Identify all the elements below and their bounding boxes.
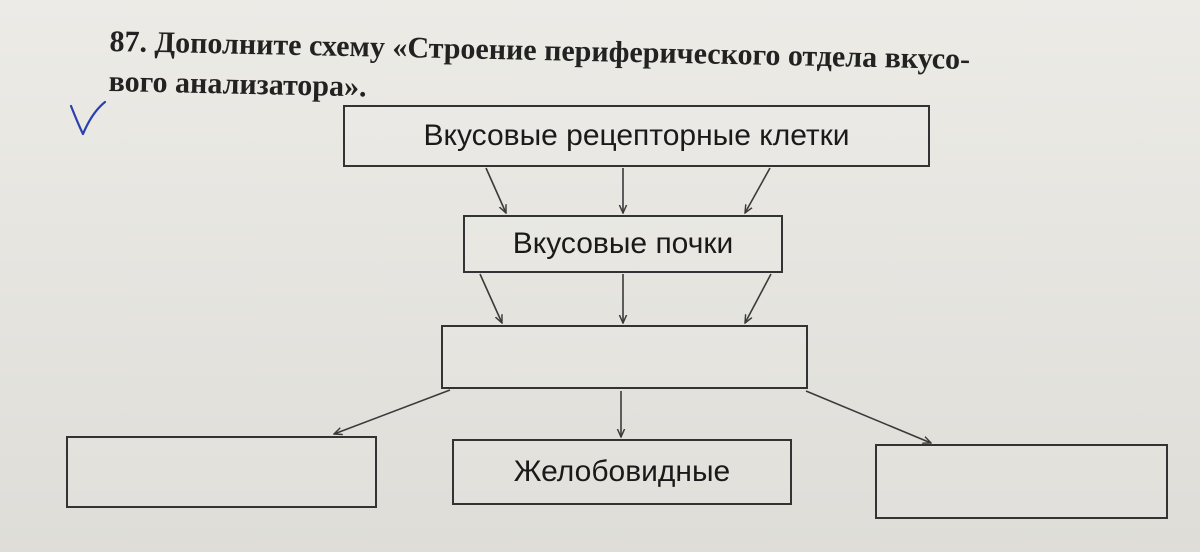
taste-buds-label: Вкусовые почки — [512, 227, 734, 260]
arrow-buds-papillae-left — [479, 273, 503, 323]
taste-receptor-cells-label: Вкусовые рецепторные клетки — [423, 119, 850, 152]
blank-box-left[interactable] — [66, 436, 377, 508]
blank-box-right[interactable] — [875, 444, 1168, 519]
taste-buds-box: Вкусовые почки — [463, 215, 783, 273]
arrow-papillae-left — [334, 389, 451, 434]
grooved-papillae-box: Желобовидные — [452, 439, 792, 505]
arrow-receptor-buds-left — [485, 167, 507, 213]
arrow-receptor-buds-right — [745, 167, 771, 213]
arrow-papillae-right — [805, 390, 931, 443]
grooved-papillae-label: Желобовидные — [513, 455, 731, 488]
blank-box-center[interactable] — [441, 325, 808, 389]
check-icon — [69, 100, 107, 136]
taste-receptor-cells-box: Вкусовые рецепторные клетки — [343, 105, 930, 167]
arrow-buds-papillae-right — [745, 273, 772, 323]
